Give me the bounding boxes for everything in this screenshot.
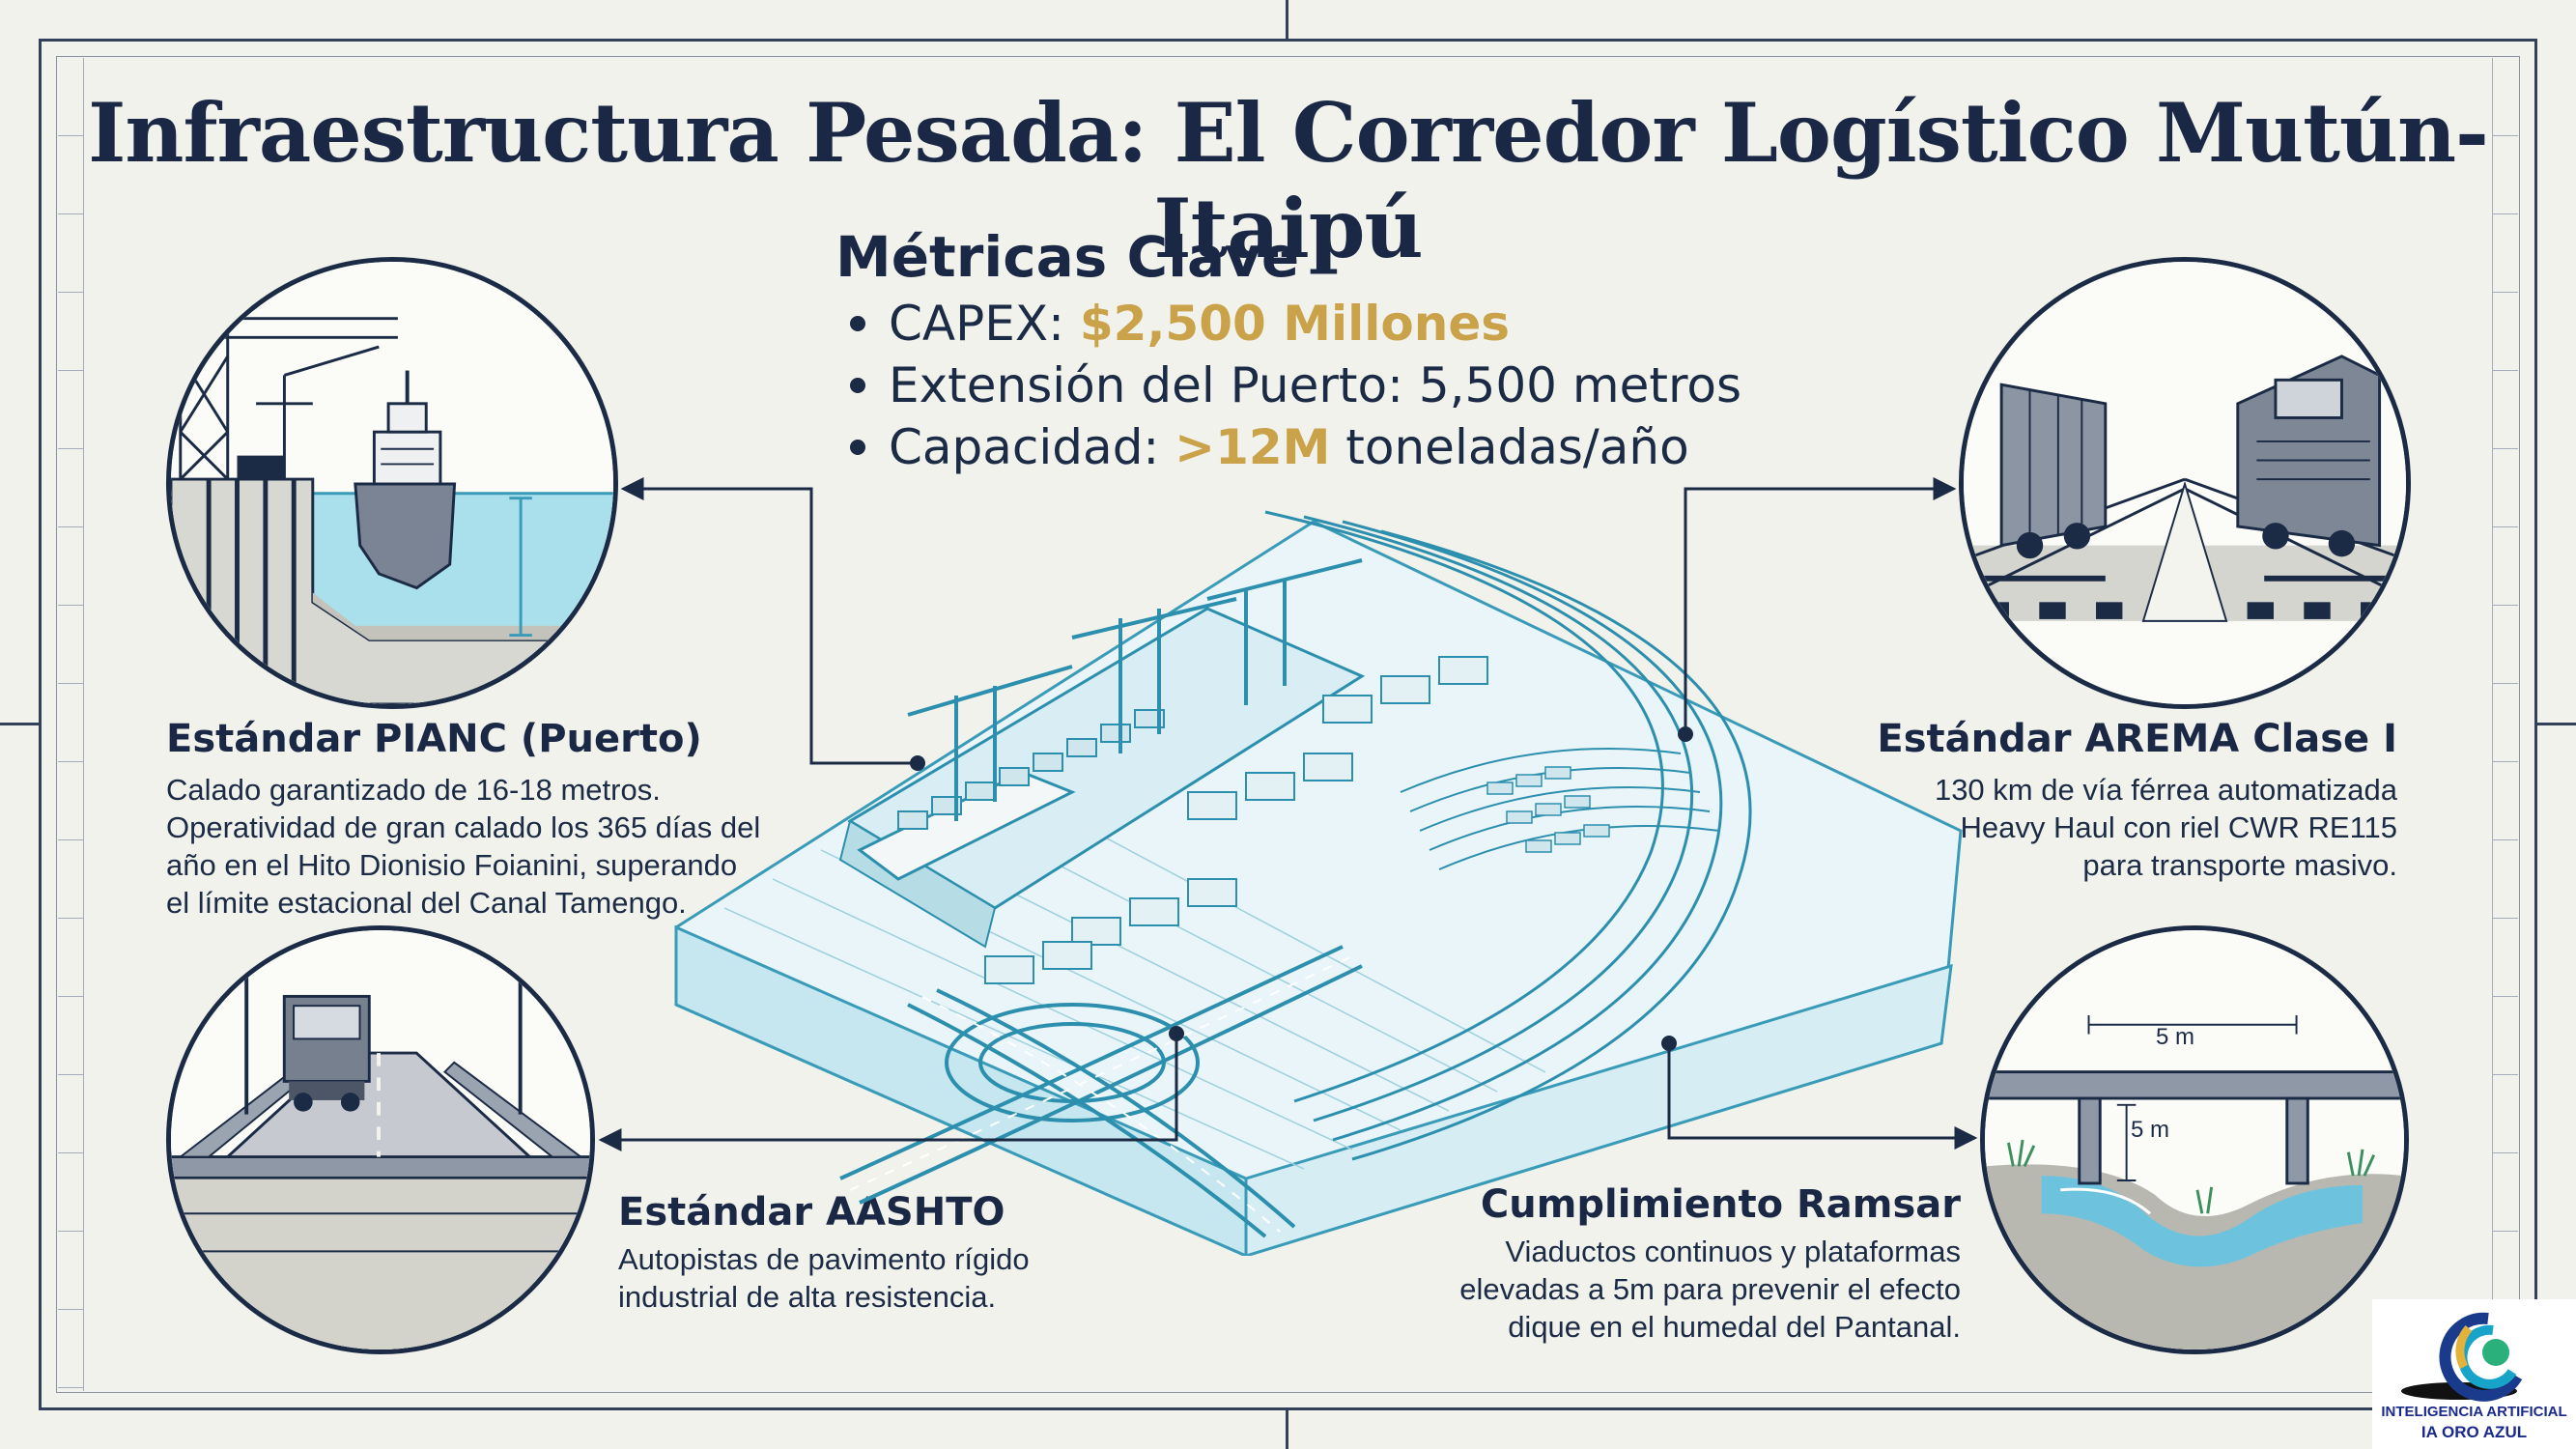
bullet-icon: [850, 377, 865, 393]
right-ruler: [2492, 58, 2518, 1391]
left-center-mark: [0, 723, 39, 725]
right-center-mark: [2537, 723, 2576, 725]
corridor-isometric-map: [674, 510, 1963, 1256]
bottom-center-mark: [1286, 1410, 1288, 1449]
ramsar-title: Cumplimiento Ramsar: [1480, 1182, 1961, 1227]
outer-frame: [39, 39, 2537, 1410]
aashto-title: Estándar AASHTO: [618, 1190, 1005, 1235]
logo-line-1: INTELIGENCIA ARTIFICIAL: [2381, 1404, 2567, 1420]
page-title: Infraestructura Pesada: El Corredor Logí…: [88, 85, 2489, 276]
oro-azul-emblem-icon: [2401, 1312, 2523, 1402]
ramsar-dim-vertical: 5 m: [2131, 1117, 2170, 1143]
oro-azul-logo: INTELIGENCIA ARTIFICIAL IA ORO AZUL: [2372, 1299, 2576, 1449]
viaduct-illustration: [1980, 925, 2409, 1354]
aashto-text: Autopistas de pavimento rígido industria…: [618, 1242, 1030, 1314]
metric-capacity: Capacidad: >12M toneladas/año: [850, 419, 1689, 475]
inner-frame: [56, 56, 2520, 1393]
metrics-heading: Métricas Clave: [835, 224, 1300, 290]
arema-text: 130 km de vía férrea automatizada Heavy …: [1934, 773, 2397, 882]
logo-line-2: IA ORO AZUL: [2420, 1423, 2528, 1441]
highway-illustration: [166, 925, 595, 1354]
railway-illustration: [1959, 257, 2411, 709]
metric-capex: CAPEX: $2,500 Millones: [850, 296, 1510, 352]
bullet-icon: [850, 439, 865, 455]
pianc-text: Calado garantizado de 16-18 metros. Oper…: [166, 773, 761, 920]
ramsar-text: Viaductos continuos y plataformas elevad…: [1459, 1235, 1961, 1344]
pianc-title: Estándar PIANC (Puerto): [166, 717, 702, 761]
arema-title: Estándar AREMA Clase I: [1877, 717, 2397, 761]
bullet-icon: [850, 315, 865, 331]
left-ruler: [58, 58, 84, 1391]
ramsar-dim-horizontal: 5 m: [2156, 1024, 2195, 1050]
metric-extension: Extensión del Puerto: 5,500 metros: [850, 357, 1741, 413]
top-center-mark: [1286, 0, 1288, 39]
port-illustration: [166, 257, 618, 709]
